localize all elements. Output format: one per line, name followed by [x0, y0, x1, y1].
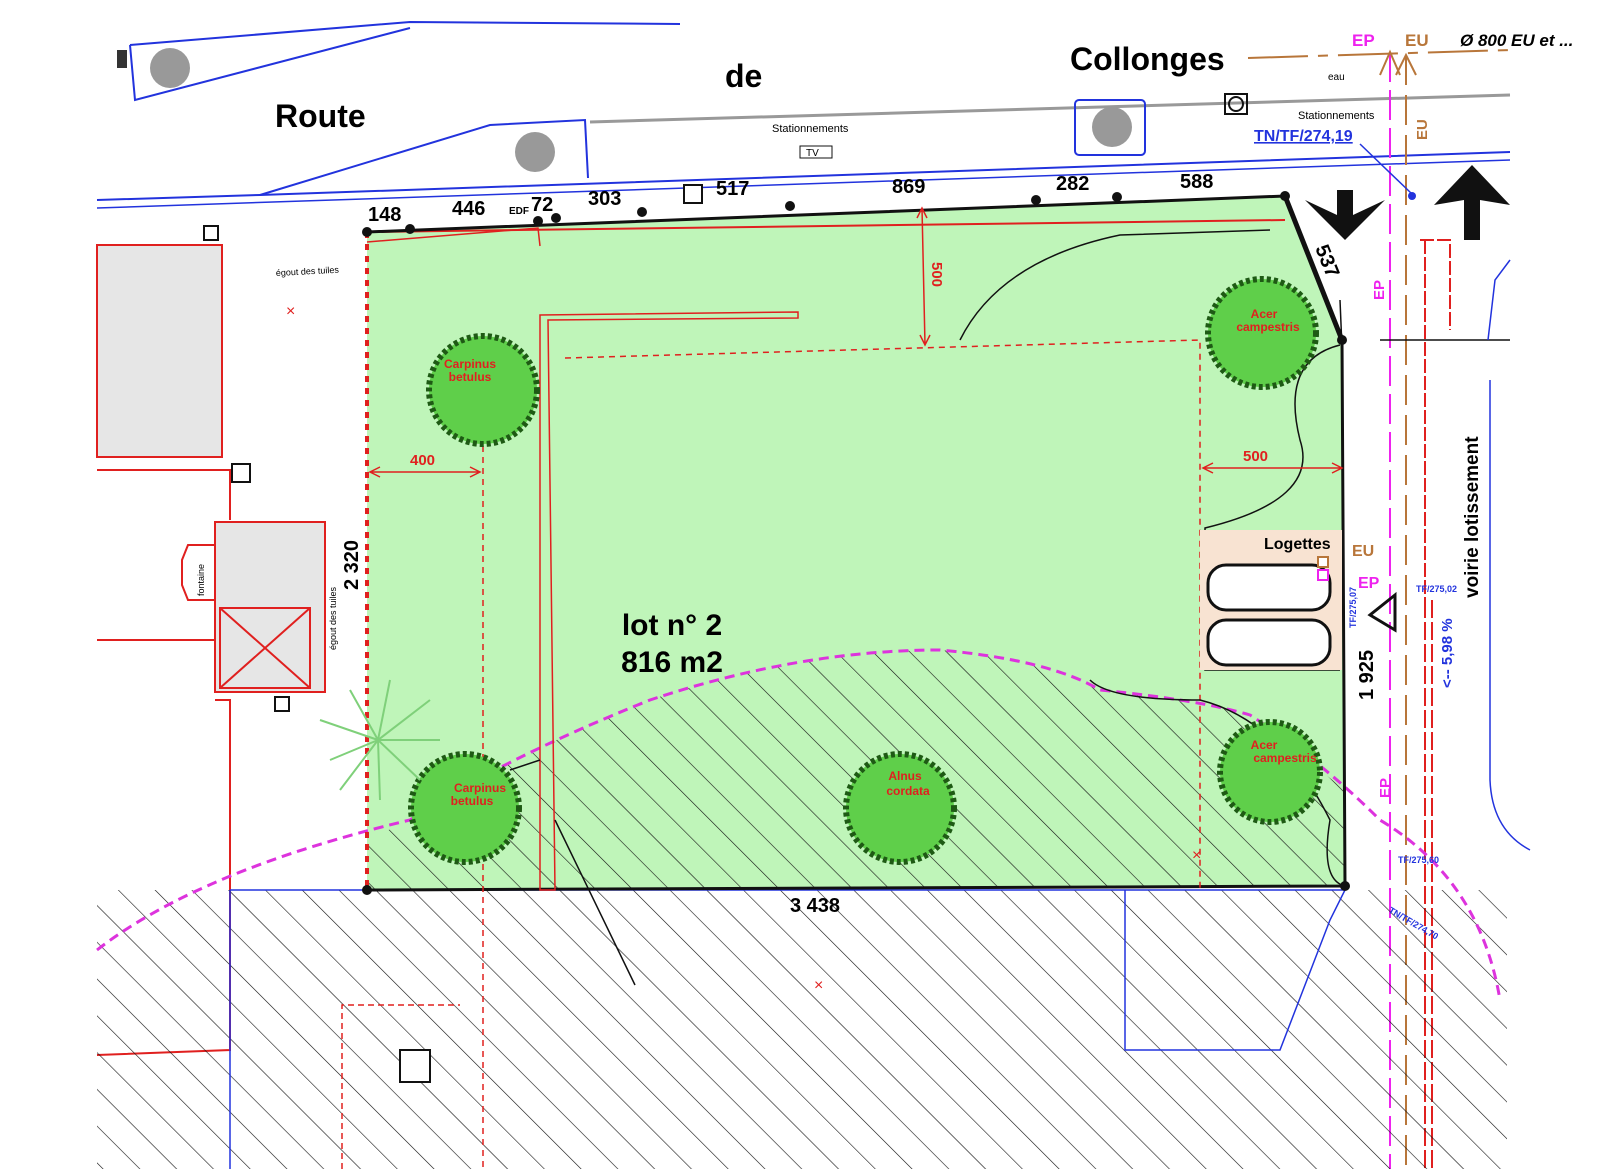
- frontage-dim: 282: [1056, 173, 1089, 195]
- street-name: voirie lotissement: [1462, 436, 1483, 598]
- trees: Carpinus betulus Carpinus betulus Alnus …: [319, 276, 1323, 865]
- eu-label: EU: [1405, 31, 1429, 50]
- svg-text:Carpinus: Carpinus: [444, 357, 496, 371]
- tree-icon: Alnus cordata: [843, 751, 957, 865]
- svg-text:×: ×: [814, 977, 823, 994]
- street-slope: <-- 5,98 %: [1439, 618, 1456, 688]
- svg-text:betulus: betulus: [451, 794, 494, 808]
- tv-label: TV: [806, 148, 819, 159]
- svg-text:Carpinus: Carpinus: [454, 781, 506, 795]
- tree-icon: Acer campestris: [1205, 276, 1319, 390]
- street-tree-icon: [515, 132, 555, 172]
- exit-arrow-icon: [1434, 165, 1510, 240]
- svg-text:campestris: campestris: [1253, 751, 1317, 765]
- neighbor-buildings: égout des tuiles fontaine égout des tuil…: [96, 225, 340, 1056]
- dimensions: 148 446 EDF 72 303 517 869 282 588 537 2…: [341, 171, 1378, 917]
- side-dim-bottom: 3 438: [790, 895, 840, 917]
- frontage-points: [362, 191, 1350, 895]
- svg-text:×: ×: [286, 303, 295, 320]
- svg-text:Alnus: Alnus: [888, 769, 922, 783]
- level-tn-tf: TN/TF/274,19: [1254, 128, 1353, 145]
- parking-label: Stationnements: [772, 123, 849, 135]
- logettes-eu: EU: [1352, 543, 1374, 560]
- car-icon: [1206, 563, 1332, 667]
- tree-icon: Carpinus betulus: [426, 333, 540, 447]
- svg-text:betulus: betulus: [449, 370, 492, 384]
- ep-vertical-label: EP: [1377, 778, 1394, 798]
- edf-label: EDF: [509, 206, 529, 217]
- road-name-3: Collonges: [1070, 41, 1225, 77]
- water-label: eau: [1328, 72, 1345, 83]
- svg-text:Acer: Acer: [1251, 738, 1278, 752]
- tree-icon: Acer campestris: [1217, 719, 1323, 825]
- grate-icon: [117, 50, 127, 68]
- street-tree-icon: [150, 48, 190, 88]
- triangle-marker-icon: [1367, 591, 1397, 633]
- level-tf: TF/275,07: [1348, 587, 1358, 628]
- side-dim-left: 2 320: [341, 540, 363, 590]
- svg-text:×: ×: [1192, 847, 1201, 864]
- logettes-label: Logettes: [1264, 536, 1331, 553]
- level-tf: TF/275,02: [1416, 584, 1457, 594]
- svg-text:cordata: cordata: [886, 784, 930, 798]
- street-tree-icon: [1092, 107, 1132, 147]
- tv-box: [799, 145, 833, 159]
- parking-label: Stationnements: [1298, 110, 1375, 122]
- tree-icon: Carpinus betulus: [408, 751, 522, 865]
- frontage-dim: 148: [368, 204, 401, 226]
- entry-arrow-icon: [1305, 190, 1385, 240]
- lot-name: lot n° 2: [622, 609, 722, 642]
- logettes-ep: EP: [1358, 575, 1380, 592]
- frontage-dim: 517: [716, 178, 749, 200]
- road-name-2: de: [725, 58, 762, 94]
- svg-text:Acer: Acer: [1251, 307, 1278, 321]
- frontage-dim: 303: [588, 188, 621, 210]
- pipe-note: Ø 800 EU et ...: [1460, 31, 1573, 50]
- setback-top: 500: [928, 262, 945, 287]
- manhole-icon: [1224, 93, 1248, 115]
- ep-vertical-label: EP: [1371, 280, 1388, 300]
- side-dim-right: 1 925: [1356, 650, 1378, 700]
- fountain-label: fontaine: [196, 564, 206, 596]
- palm-icon: [319, 679, 440, 801]
- svg-text:campestris: campestris: [1236, 320, 1300, 334]
- lot-area: 816 m2: [621, 646, 723, 679]
- hatched-zone-south: [97, 890, 1507, 1169]
- gutter-label: égout des tuiles: [276, 265, 340, 278]
- frontage-dim: 869: [892, 176, 925, 198]
- manhole-icon: [399, 1049, 431, 1083]
- level-tf: TF/275,60: [1398, 855, 1439, 865]
- setback-right: 500: [1243, 448, 1268, 465]
- setback-left: 400: [410, 452, 435, 469]
- ep-label: EP: [1352, 31, 1375, 50]
- frontage-dim: 588: [1180, 171, 1213, 193]
- road: Route de Collonges Stationnements TV Sta…: [96, 20, 1511, 209]
- road-name-1: Route: [275, 98, 366, 134]
- eu-vertical-label: EU: [1414, 119, 1431, 140]
- frontage-dim: 446: [452, 198, 485, 220]
- frontage-dim: 72: [531, 194, 553, 216]
- gutter-label: égout des tuiles: [328, 586, 338, 650]
